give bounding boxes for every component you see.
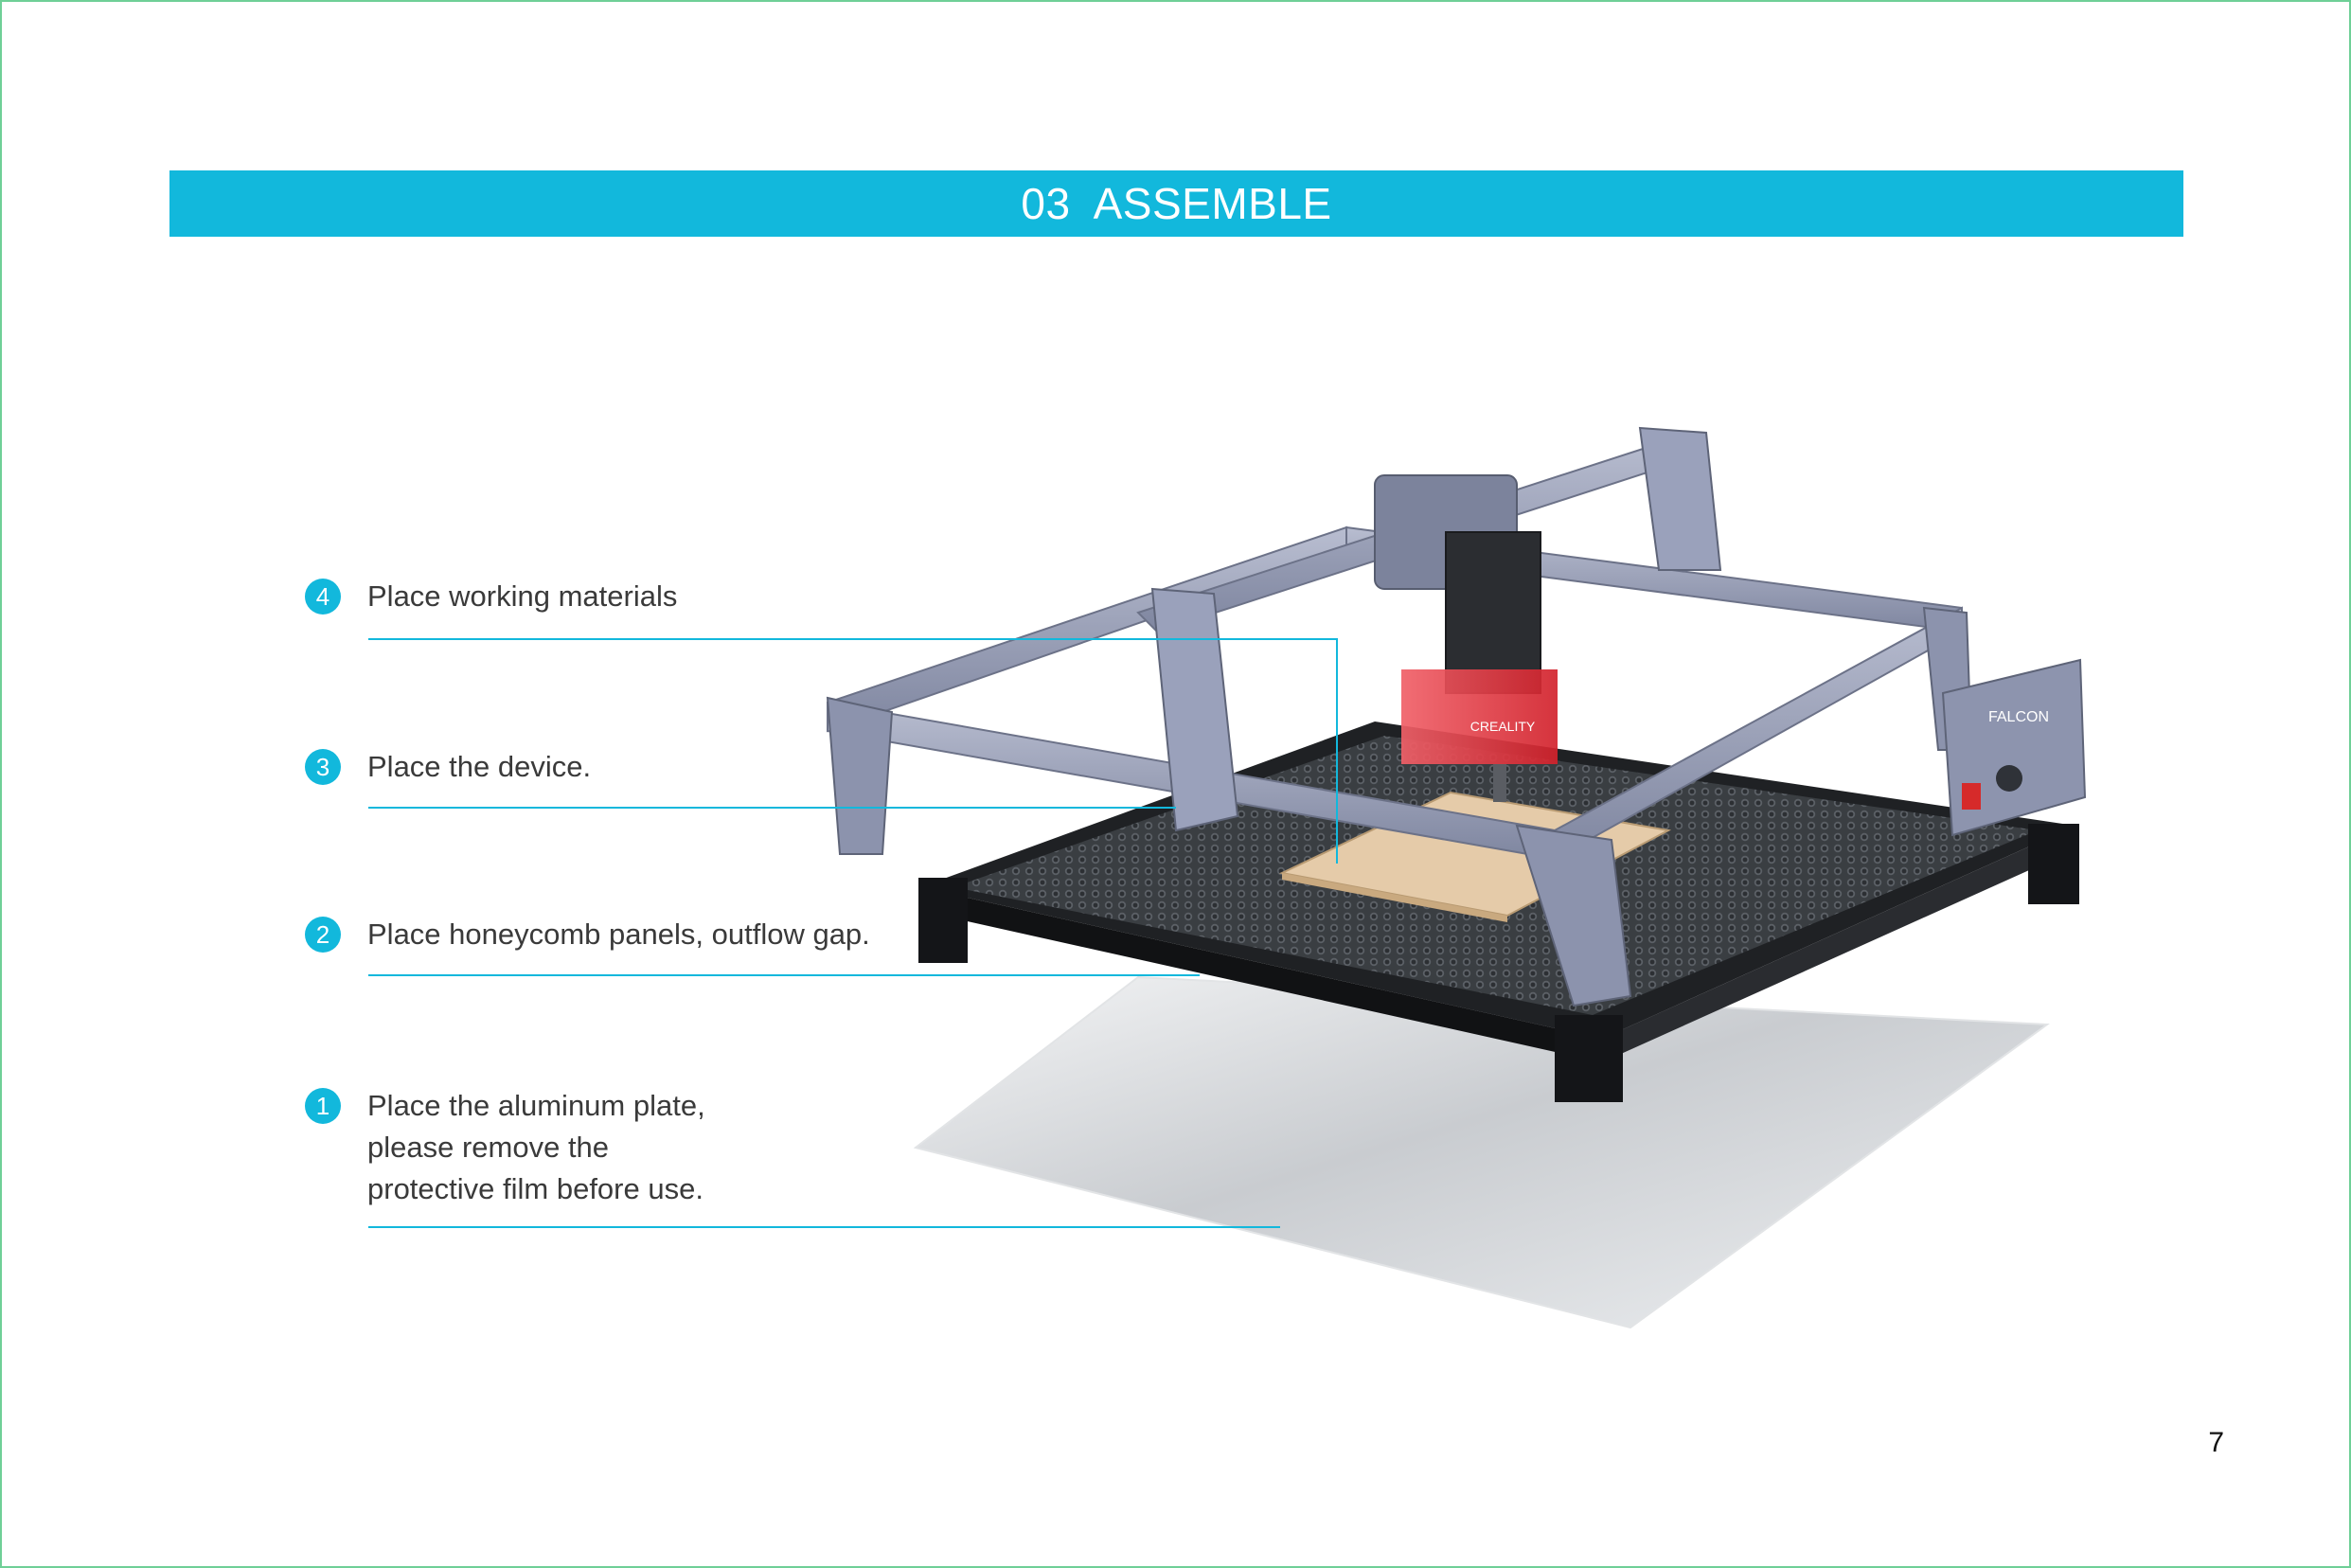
step-2-text: Place honeycomb panels, outflow gap. <box>367 918 870 951</box>
control-box: FALCON <box>1941 658 2087 837</box>
step-1-text: Place the aluminum plate, please remove … <box>367 1085 705 1210</box>
engraver-frame <box>826 426 1973 1007</box>
section-header: 03 ASSEMBLE <box>169 170 2183 237</box>
product-label-text: FALCON <box>1988 709 2049 725</box>
step-1-line-2: please remove the <box>367 1131 610 1164</box>
step-2: 2 Place honeycomb panels, outflow gap. <box>305 917 870 955</box>
step-4-text: Place working materials <box>367 579 678 613</box>
step-3: 3 Place the device. <box>305 749 591 788</box>
leader-lines <box>368 638 1338 1228</box>
step-3-badge: 3 <box>305 749 341 785</box>
aluminum-plate <box>913 975 2050 1329</box>
step-4: 4 Place working materials <box>305 579 677 617</box>
step-1: 1 Place the aluminum plate, please remov… <box>305 1088 705 1210</box>
page-number: 7 <box>2208 1427 2224 1458</box>
step-4-badge: 4 <box>305 579 341 615</box>
step-1-badge: 1 <box>305 1088 341 1124</box>
step-3-text: Place the device. <box>367 750 592 783</box>
step-2-badge: 2 <box>305 917 341 953</box>
step-1-line-1: Place the aluminum plate, <box>367 1089 705 1122</box>
leader-line-4 <box>368 638 1338 864</box>
section-title: 03 ASSEMBLE <box>1021 179 1332 228</box>
laser-head: CREALITY <box>1401 531 1558 802</box>
step-1-line-3: protective film before use. <box>367 1172 704 1205</box>
head-logo-text: CREALITY <box>1470 719 1536 734</box>
